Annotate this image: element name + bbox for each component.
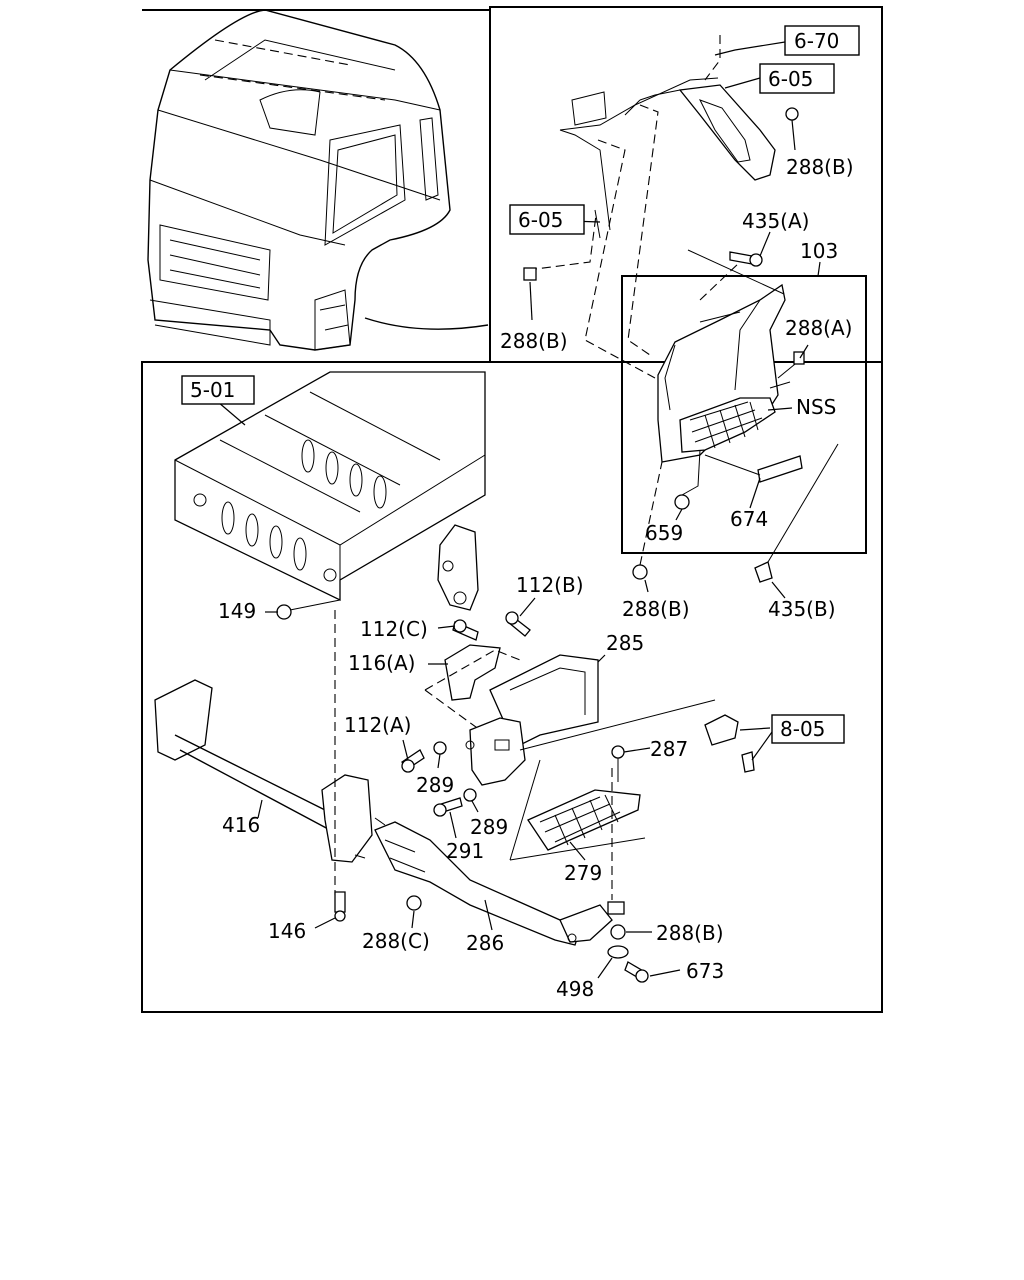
bolt-435b: [754, 561, 773, 583]
bolt-435a: [729, 251, 753, 265]
nut-288b-bottom: [610, 924, 626, 940]
label-291: 291: [446, 839, 484, 863]
label-289-a: 289: [416, 773, 454, 797]
label-288b-left: 288(B): [500, 329, 568, 353]
ref-box-8-05: [771, 714, 845, 744]
truck-cab-illustration: [147, 9, 489, 351]
label-ref-6-05-left: 6-05: [518, 208, 563, 232]
bolt-287: [611, 745, 625, 759]
label-288b-bottom: 288(B): [656, 921, 724, 945]
bracket-416-end: [154, 679, 213, 761]
label-288b-top: 288(B): [786, 155, 854, 179]
nss-step-drawing: [632, 249, 839, 583]
label-498: 498: [556, 977, 594, 1001]
bracket-116a: [444, 644, 501, 701]
label-287: 287: [650, 737, 688, 761]
washer-289-a: [433, 741, 447, 755]
step-assembly-panel: [141, 361, 883, 1013]
frame-crossmember-drawing: [174, 371, 486, 620]
label-659: 659: [645, 521, 683, 545]
label-435a: 435(A): [742, 209, 809, 233]
step-assembly-drawing: [154, 610, 755, 983]
label-112b: 112(B): [516, 573, 584, 597]
label-ref-5-01: 5-01: [190, 378, 235, 402]
label-nss: NSS: [796, 395, 836, 419]
label-ref-8-05: 8-05: [780, 717, 825, 741]
ref-box-6-70: [784, 25, 860, 56]
label-673: 673: [686, 959, 724, 983]
label-279: 279: [564, 861, 602, 885]
label-416: 416: [222, 813, 260, 837]
label-112a: 112(A): [344, 713, 411, 737]
nut-149: [276, 604, 292, 620]
bracket-panel: [489, 6, 883, 363]
label-288b-mid: 288(B): [622, 597, 690, 621]
label-146: 146: [268, 919, 306, 943]
clip-288a: [793, 351, 805, 365]
nut-288b-top: [785, 107, 799, 121]
label-435b: 435(B): [768, 597, 836, 621]
label-285: 285: [606, 631, 644, 655]
plate-8-05: [704, 714, 739, 746]
leader-lines: [217, 41, 821, 979]
label-149: 149: [218, 599, 256, 623]
label-116a: 116(A): [348, 651, 415, 675]
label-289-b: 289: [470, 815, 508, 839]
label-288c: 288(C): [362, 929, 430, 953]
grommet-659: [674, 494, 690, 510]
ref-box-6-05-left: [509, 204, 585, 235]
label-ref-6-70: 6-70: [794, 29, 839, 53]
strip-674: [757, 455, 803, 483]
ref-box-6-05-top: [759, 63, 835, 94]
label-ref-6-05-top: 6-05: [768, 67, 813, 91]
bolt-146: [334, 891, 346, 913]
label-288a: 288(A): [785, 316, 852, 340]
label-674: 674: [730, 507, 768, 531]
label-103: 103: [800, 239, 838, 263]
mounting-bracket-drawing: [523, 35, 799, 379]
nut-288b-left: [523, 267, 537, 281]
label-286: 286: [466, 931, 504, 955]
label-112c: 112(C): [360, 617, 428, 641]
clamp-498: [607, 945, 629, 959]
nut-288b-mid: [632, 564, 648, 580]
nut-288c: [406, 895, 422, 911]
washer-289-b: [463, 788, 477, 802]
ref-box-5-01: [181, 375, 255, 405]
